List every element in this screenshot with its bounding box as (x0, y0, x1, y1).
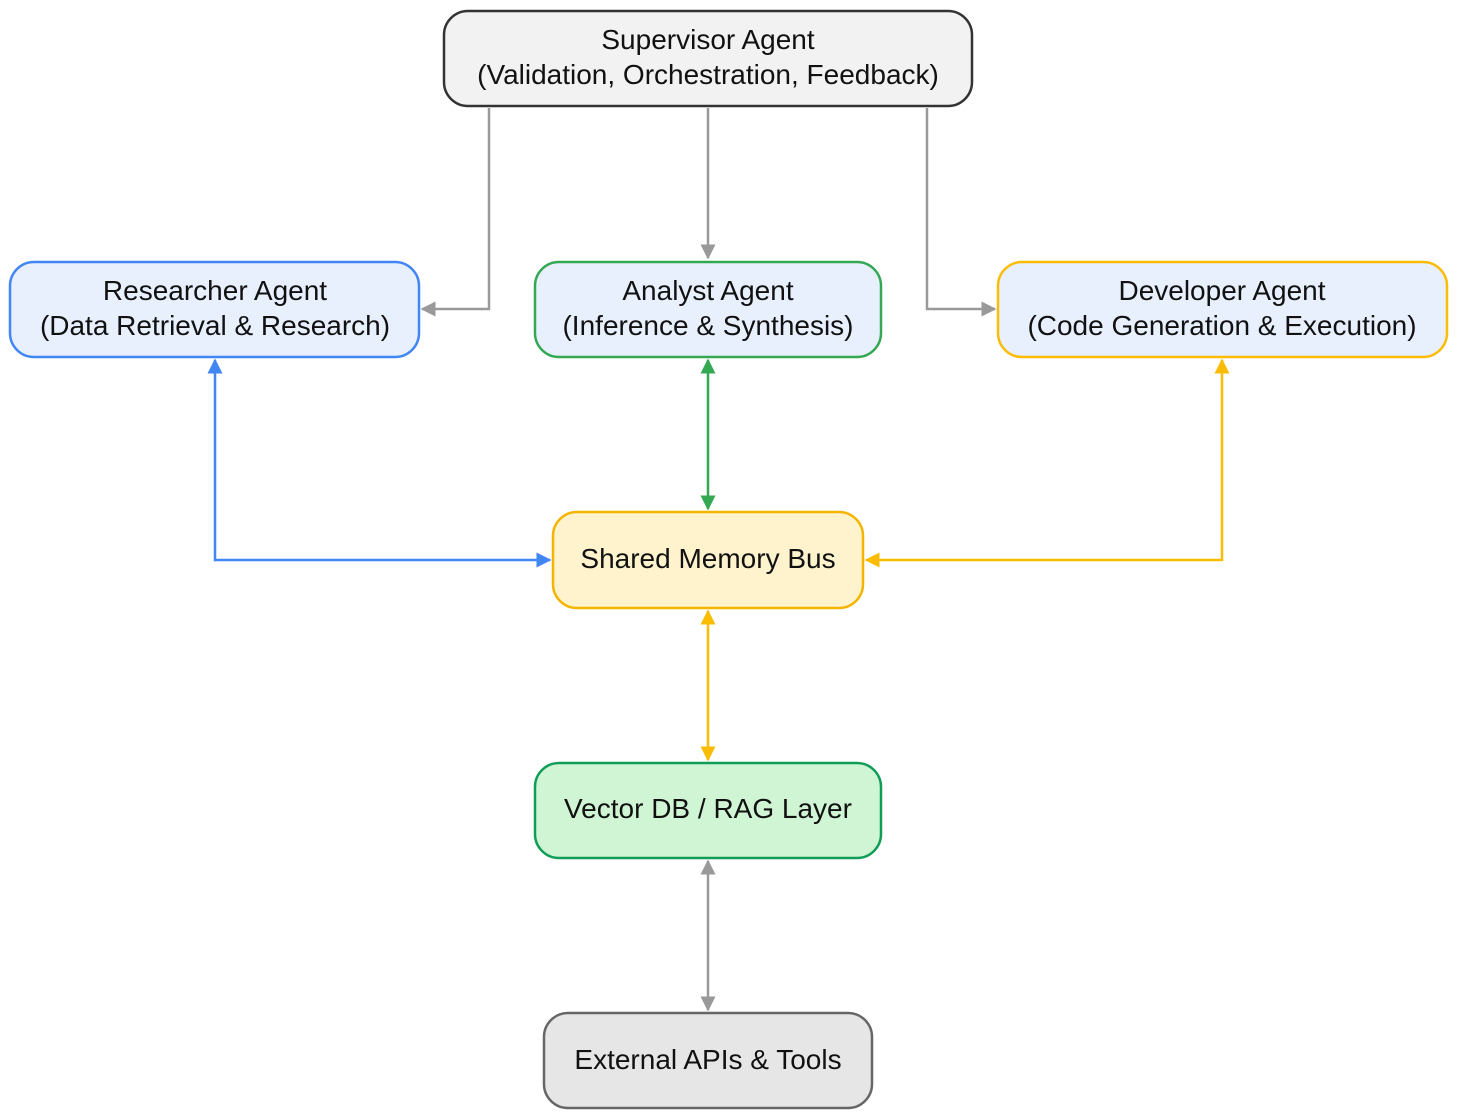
edges (207, 108, 1230, 1012)
developer-agent-title: Developer Agent (1118, 275, 1325, 306)
external-apis-node: External APIs & Tools (542, 1011, 874, 1110)
analyst-agent-box (533, 260, 883, 359)
researcher-agent-node: Researcher Agent (Data Retrieval & Resea… (8, 260, 421, 359)
external-apis-label: External APIs & Tools (574, 1044, 841, 1075)
supervisor-agent-node: Supervisor Agent (Validation, Orchestrat… (442, 9, 974, 108)
vector-db-label: Vector DB / RAG Layer (564, 793, 852, 824)
researcher-agent-box (8, 260, 421, 359)
external-apis-box (542, 1011, 874, 1110)
supervisor-agent-title: Supervisor Agent (601, 24, 814, 55)
shared-memory-bus-box (551, 510, 865, 610)
shared-memory-bus-node: Shared Memory Bus (551, 510, 865, 610)
supervisor-agent-box (442, 9, 974, 108)
developer-agent-subtitle: (Code Generation & Execution) (1027, 310, 1416, 341)
analyst-agent-subtitle: (Inference & Synthesis) (562, 310, 853, 341)
vector-db-box (533, 761, 883, 860)
edge-researcher-memory (207, 358, 552, 568)
edge-supervisor-to-researcher (420, 108, 491, 317)
developer-agent-node: Developer Agent (Code Generation & Execu… (996, 260, 1449, 359)
shared-memory-bus-label: Shared Memory Bus (580, 543, 835, 574)
analyst-agent-title: Analyst Agent (622, 275, 793, 306)
vector-db-node: Vector DB / RAG Layer (533, 761, 883, 860)
analyst-agent-node: Analyst Agent (Inference & Synthesis) (533, 260, 883, 359)
edge-developer-memory (864, 358, 1230, 568)
edge-supervisor-to-developer (925, 108, 997, 317)
supervisor-agent-subtitle: (Validation, Orchestration, Feedback) (477, 59, 939, 90)
developer-agent-box (996, 260, 1449, 359)
researcher-agent-title: Researcher Agent (103, 275, 327, 306)
researcher-agent-subtitle: (Data Retrieval & Research) (40, 310, 390, 341)
